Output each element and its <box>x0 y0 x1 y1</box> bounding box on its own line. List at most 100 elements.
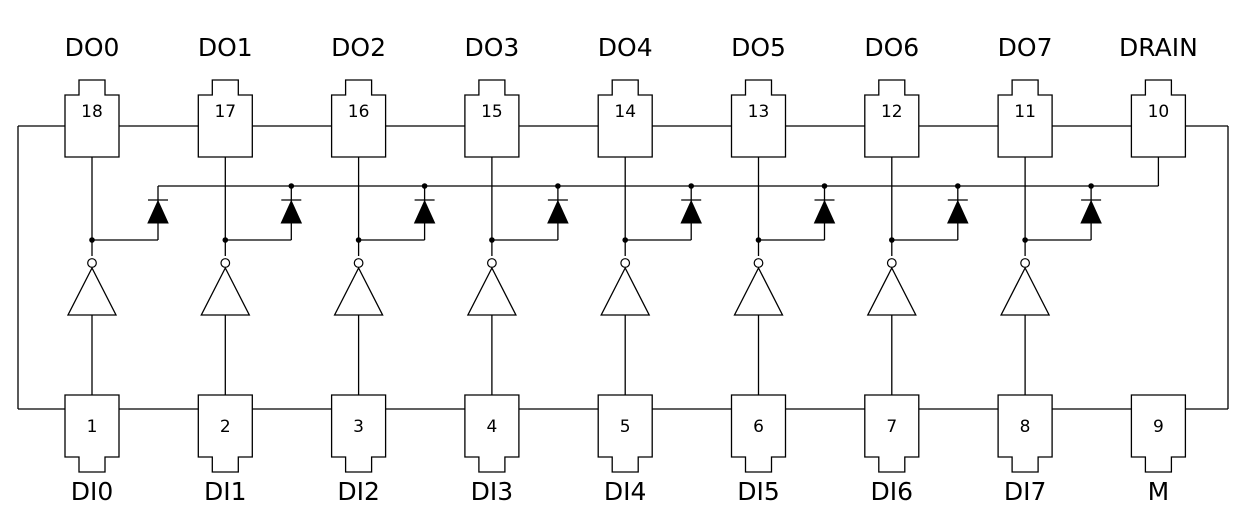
junction-dot <box>222 237 229 243</box>
pin-package <box>864 79 920 158</box>
bottom-pin: DI1 2 <box>197 394 253 506</box>
pin-number: 10 <box>1148 102 1170 122</box>
pin-package <box>597 394 653 473</box>
junction-dot <box>489 237 495 243</box>
pin-number: 5 <box>620 417 631 437</box>
pin-package <box>730 394 787 473</box>
junction-dot <box>755 237 762 243</box>
pin-number: 18 <box>81 102 103 122</box>
diode-icon <box>280 199 303 224</box>
inverter-bubble <box>353 258 364 268</box>
pin-label: DI1 <box>204 477 247 506</box>
diode-icon <box>147 199 169 224</box>
pin-label: DI7 <box>1004 477 1047 506</box>
bus-junction-dot <box>955 183 961 189</box>
pin-label: DRAIN <box>1119 33 1198 62</box>
diode-icon <box>1080 199 1102 224</box>
inverter-bubble <box>886 258 897 268</box>
pin-label: DO0 <box>65 33 120 62</box>
pin-label: DI2 <box>337 477 380 506</box>
diode-icon <box>680 199 702 224</box>
driver-channels <box>66 142 1102 395</box>
driver-channel <box>466 142 569 395</box>
pin-package <box>330 79 387 158</box>
bus-junction-dot <box>688 183 694 189</box>
pin-package <box>464 79 520 158</box>
pin-package <box>197 79 253 158</box>
pin-package <box>997 79 1053 158</box>
top-pin: DO0 18 <box>64 33 120 158</box>
pin-package <box>730 79 787 158</box>
pin-number: 1 <box>87 417 98 437</box>
junction-dot <box>889 237 895 243</box>
inverter-bubble <box>620 258 631 268</box>
inverter-icon <box>333 266 384 316</box>
pin-number: 16 <box>348 102 370 122</box>
wiring <box>17 125 1229 410</box>
pin-label: M <box>1148 477 1170 506</box>
pin-number: 7 <box>886 417 897 437</box>
pin-number: 9 <box>1153 417 1164 437</box>
pin-number: 2 <box>220 417 231 437</box>
pin-package <box>64 79 120 158</box>
inverter-bubble <box>753 258 764 268</box>
pin-package <box>864 394 920 473</box>
bus-junction-dot <box>555 183 561 189</box>
diode-icon <box>547 199 569 224</box>
driver-channel <box>200 142 303 395</box>
inverter-icon <box>866 266 917 316</box>
inverter-icon <box>1000 266 1051 316</box>
bottom-pin: M9 <box>1130 394 1187 506</box>
diode-icon <box>413 199 436 224</box>
pin-number: 4 <box>486 417 497 437</box>
pin-package <box>464 394 520 473</box>
inverter-icon <box>466 266 517 316</box>
pin-label: DI4 <box>604 477 647 506</box>
pin-package <box>64 394 120 473</box>
bus-junction-dot <box>421 183 428 189</box>
pin-package <box>597 79 653 158</box>
top-pin-row: DO018DO117DO216DO315DO414DO513DO612DO711… <box>64 33 1198 158</box>
pin-package <box>1130 79 1187 158</box>
pin-package <box>330 394 387 473</box>
driver-channel <box>600 142 702 395</box>
inverter-icon <box>600 266 651 316</box>
top-pin: DO1 17 <box>197 33 253 158</box>
bus-junction-dot <box>821 183 828 189</box>
pin-number: 6 <box>753 417 764 437</box>
diode-icon <box>813 199 836 224</box>
pin-package <box>197 394 253 473</box>
inverter-icon <box>200 266 251 316</box>
pin-package <box>1130 394 1187 473</box>
pin-label: DI6 <box>871 477 914 506</box>
driver-channel <box>333 142 436 395</box>
inverter-bubble <box>1020 258 1030 268</box>
pin-number: 13 <box>748 102 770 122</box>
pin-number: 17 <box>214 102 236 122</box>
bottom-pin: DI4 5 <box>597 394 653 506</box>
pin-number: 15 <box>481 102 503 122</box>
junction-dot <box>1022 237 1028 243</box>
pin-label: DO1 <box>198 33 253 62</box>
junction-dot <box>355 237 362 243</box>
top-pin: DRAIN 10 <box>1119 33 1198 158</box>
pin-number: 3 <box>353 417 364 437</box>
inverter-bubble <box>487 258 497 268</box>
pin-label: DI3 <box>471 477 514 506</box>
driver-channel <box>66 142 169 395</box>
driver-channel <box>1000 142 1102 395</box>
inverter-bubble <box>87 258 97 268</box>
pin-label: DI0 <box>71 477 114 506</box>
bus-junction-dot <box>1088 183 1094 189</box>
inverter-icon <box>66 266 118 316</box>
pin-label: DO4 <box>598 33 653 62</box>
